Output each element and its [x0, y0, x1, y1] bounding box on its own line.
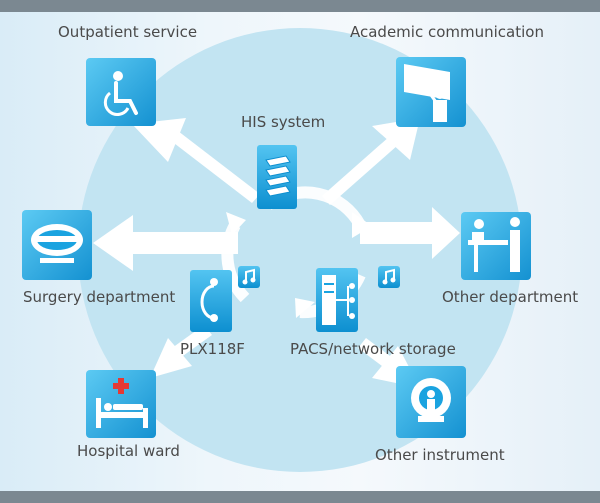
- ultrasound-probe-icon: [190, 270, 232, 332]
- presentation-icon: [396, 57, 466, 127]
- other-instrument-label: Other instrument: [375, 446, 505, 464]
- bottom-border: [0, 491, 600, 503]
- hospital-bed-icon: [86, 370, 156, 438]
- music-note-icon: [378, 266, 400, 288]
- plx118f-label: PLX118F: [180, 340, 245, 358]
- reception-desk-icon: [461, 212, 531, 280]
- surgery-bed-icon: [22, 210, 92, 280]
- ct-scanner-icon: [396, 366, 466, 438]
- server-rack-icon: [316, 268, 358, 332]
- pacs-label: PACS/network storage: [290, 340, 456, 358]
- arrow-to-ward: [150, 325, 212, 378]
- music-note-icon: [238, 266, 260, 288]
- arrow-to-surgery: [93, 215, 238, 271]
- server-stack-icon: [257, 145, 297, 209]
- top-border: [0, 0, 600, 12]
- hospital-ward-label: Hospital ward: [77, 442, 180, 460]
- outpatient-label: Outpatient service: [58, 23, 198, 41]
- his-system-label: HIS system: [241, 113, 326, 131]
- other-department-label: Other department: [442, 288, 579, 306]
- academic-label: Academic communication: [350, 23, 544, 41]
- arrow-to-outpatient: [132, 118, 260, 203]
- wheelchair-icon: [86, 58, 156, 126]
- surgery-label: Surgery department: [23, 288, 176, 306]
- arrow-to-academic: [322, 118, 420, 205]
- arrow-to-other-department: [360, 207, 460, 259]
